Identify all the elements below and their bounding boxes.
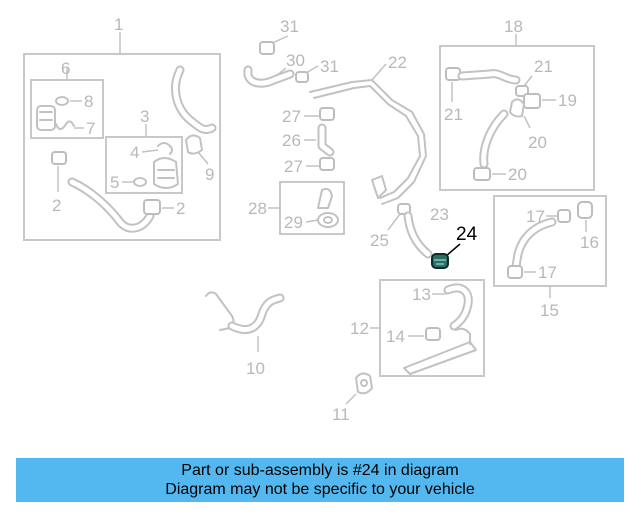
callout-25: 25 (370, 231, 389, 250)
callout-28: 28 (248, 199, 267, 218)
callout-16: 16 (580, 233, 599, 252)
group-12: 12 13 14 (350, 279, 485, 377)
callout-20a: 20 (528, 133, 547, 152)
callout-1: 1 (114, 15, 123, 34)
callout-11: 11 (332, 405, 350, 424)
callout-2a: 2 (52, 196, 61, 215)
callout-31a: 31 (280, 17, 299, 36)
callout-19: 19 (558, 91, 577, 110)
info-banner: Part or sub-assembly is #24 in diagram D… (16, 458, 624, 502)
callout-7: 7 (86, 119, 95, 138)
callout-31b: 31 (320, 57, 339, 76)
callout-12: 12 (350, 319, 369, 338)
callout-6: 6 (61, 59, 70, 78)
callout-21b: 21 (534, 57, 553, 76)
callout-9: 9 (205, 165, 214, 184)
banner-line-1: Part or sub-assembly is #24 in diagram (181, 462, 459, 479)
group-1-frame (23, 53, 221, 241)
group-10: 10 (205, 291, 285, 378)
callout-29: 29 (284, 213, 303, 232)
callout-24-leader (445, 243, 461, 257)
callout-27b: 27 (284, 157, 303, 176)
group-1: 1 6 8 7 3 4 5 9 2 (23, 15, 221, 241)
group-15: 15 17 16 17 (493, 195, 607, 320)
callout-18: 18 (504, 17, 523, 36)
group-center-top: 31 30 31 22 27 26 27 28 29 (243, 17, 427, 235)
group-18: 18 21 21 19 20 20 (439, 17, 595, 191)
callout-23: 23 (430, 205, 449, 224)
group-23-25: 23 25 24 (370, 203, 478, 269)
callout-4: 4 (130, 143, 139, 162)
banner-line-2: Diagram may not be specific to your vehi… (165, 481, 475, 498)
callout-17b: 17 (538, 263, 557, 282)
callout-14: 14 (386, 327, 405, 346)
group-11: 11 (332, 372, 373, 424)
group-18-frame (439, 45, 595, 191)
callout-2b: 2 (176, 199, 185, 218)
callout-3: 3 (140, 107, 149, 126)
callout-15: 15 (540, 301, 559, 320)
callout-21a: 21 (444, 105, 463, 124)
callout-5: 5 (110, 173, 119, 192)
group-3-frame (105, 136, 183, 194)
callout-10: 10 (246, 359, 265, 378)
parts-diagram: 1 6 8 7 3 4 5 9 2 (23, 15, 607, 424)
part-24-clamp[interactable] (431, 253, 449, 269)
callout-13: 13 (412, 285, 431, 304)
callout-22: 22 (388, 53, 407, 72)
callout-20b: 20 (508, 165, 527, 184)
callout-27a: 27 (282, 107, 301, 126)
callout-8: 8 (84, 92, 93, 111)
callout-26: 26 (282, 131, 301, 150)
callout-24: 24 (456, 224, 478, 245)
callout-30: 30 (286, 51, 305, 70)
